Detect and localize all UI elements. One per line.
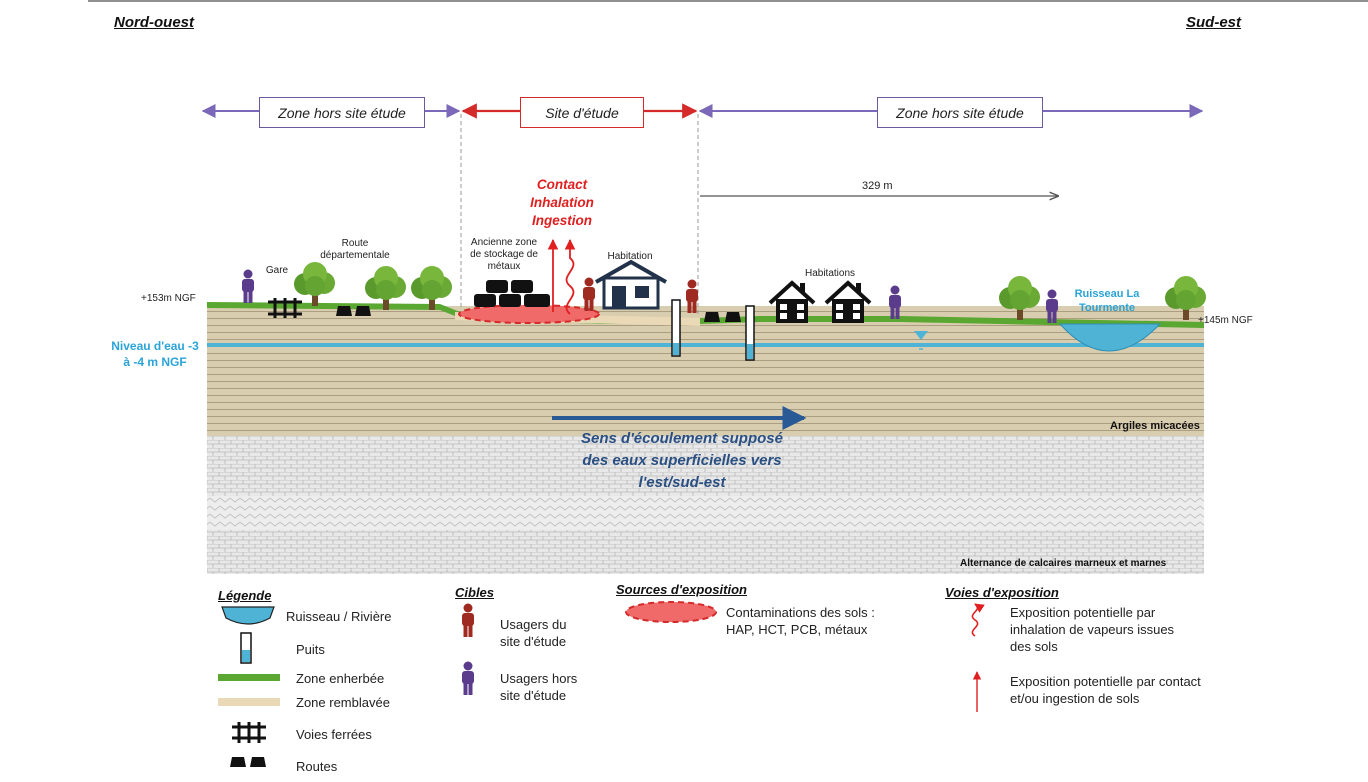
legend-title: Légende	[218, 588, 272, 603]
sources-title: Sources d'exposition	[616, 582, 747, 597]
distance-label: 329 m	[862, 180, 893, 192]
railway	[268, 298, 302, 318]
limestone-layer-3	[207, 530, 1204, 574]
legend-contamination-icon	[625, 601, 717, 623]
ngf-right: +145m NGF	[1198, 315, 1253, 326]
tree-2	[365, 266, 406, 310]
house-2	[824, 281, 872, 325]
legend-item-stream: Ruisseau / Rivière	[286, 609, 392, 624]
pathway-contact: Exposition potentielle par contact et/ou…	[1010, 674, 1201, 706]
exposure-contact: Contact	[536, 177, 588, 192]
road-4	[725, 312, 741, 322]
tree-3	[411, 266, 452, 310]
pathway-inhalation: Exposition potentielle par inhalation de…	[1010, 605, 1175, 654]
legend-item-backfill: Zone remblavée	[296, 695, 390, 710]
exposure-ingestion: Ingestion	[532, 213, 592, 228]
exposure-label: Contact Inhalation Ingestion	[512, 176, 612, 230]
pathways-title: Voies d'exposition	[945, 585, 1059, 600]
legend-site-user-icon	[462, 603, 474, 637]
house-1	[768, 281, 816, 325]
zone-left-label: Zone hors site étude	[259, 97, 425, 128]
legend-railway-icon	[232, 722, 266, 743]
label-storage: Ancienne zone de stockage de métaux	[470, 237, 538, 272]
exposure-inhalation: Inhalation	[530, 195, 594, 210]
legend-grass-icon	[218, 674, 280, 681]
legend-road-icon-2	[250, 757, 266, 767]
grass-strip	[207, 302, 1204, 328]
storage-bales	[474, 280, 550, 307]
water-table	[207, 343, 1204, 347]
label-ruisseau: Ruisseau La Tourmente	[1074, 288, 1140, 314]
stream	[1058, 323, 1162, 352]
site-house	[595, 259, 667, 310]
legend-well-icon	[240, 632, 252, 664]
legend-item-well: Puits	[296, 642, 325, 657]
flow-label: Sens d'écoulement supposé des eaux super…	[581, 430, 783, 491]
water-level-label: Niveau d'eau -3 à -4 m NGF	[111, 339, 199, 369]
label-route: Route départementale	[320, 238, 390, 261]
legend-offsite-user-icon	[462, 661, 474, 695]
well-2	[745, 305, 755, 361]
clay-layer	[207, 306, 1204, 436]
target-offsite-users: Usagers hors site d'étude	[500, 671, 578, 703]
site-label: Site d'étude	[520, 97, 644, 128]
road-1	[336, 306, 352, 316]
zone-right-label: Zone hors site étude	[877, 97, 1043, 128]
direction-northwest: Nord-ouest	[114, 14, 194, 31]
label-gare: Gare	[265, 265, 289, 276]
contamination-source	[458, 304, 600, 324]
targets-title: Cibles	[455, 585, 495, 600]
inhalation-arrow	[564, 238, 576, 315]
direction-southeast: Sud-est	[1186, 14, 1242, 31]
road-3	[704, 312, 720, 322]
site-user-1	[583, 277, 595, 311]
road-2	[355, 306, 371, 316]
label-habitations: Habitations	[804, 268, 856, 279]
legend-item-grass: Zone enherbée	[296, 671, 385, 686]
limestone-layer-1	[207, 436, 1204, 496]
target-site-users: Usagers du site d'étude	[500, 617, 567, 649]
ngf-left: +153m NGF	[141, 293, 196, 304]
label-habitation: Habitation	[607, 251, 653, 262]
well-1	[671, 299, 681, 357]
tree-1	[294, 262, 335, 306]
legend-backfill-icon	[218, 698, 280, 706]
legend-item-road: Routes	[296, 759, 338, 774]
limestone-label: Alternance de calcaires marneux et marne…	[960, 558, 1167, 569]
water-table-symbol	[914, 331, 928, 340]
clay-label: Argiles micacées	[1110, 420, 1200, 432]
legend-road-icon-1	[230, 757, 246, 767]
source-contamination: Contaminations des sols : HAP, HCT, PCB,…	[726, 605, 875, 637]
legend-item-railway: Voies ferrées	[296, 727, 372, 742]
offsite-user-1	[242, 269, 254, 303]
legend-inhalation-icon	[971, 603, 985, 637]
legend-stream-icon	[221, 606, 275, 625]
limestone-layer-2	[207, 496, 1204, 530]
